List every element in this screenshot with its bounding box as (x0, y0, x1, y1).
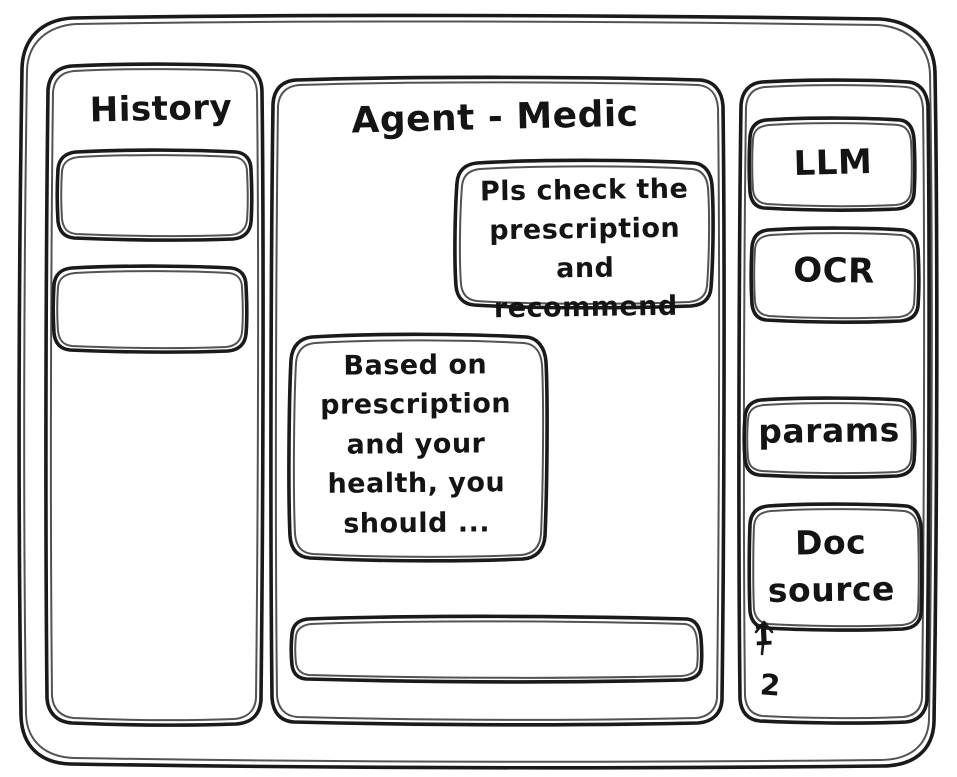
history-panel-title: History (89, 87, 233, 131)
tool-card-doc-source-label: Doc source (767, 522, 896, 610)
tool-card-llm-label: LLM (793, 141, 873, 185)
tools-panel (737, 78, 931, 725)
tool-card-llm[interactable] (747, 116, 917, 212)
agent-message-bubble (287, 332, 549, 563)
user-message-text: Pls check the prescription and recommend (479, 173, 689, 324)
tool-card-ocr[interactable] (749, 226, 921, 324)
history-panel (44, 62, 265, 727)
doc-source-connector (754, 620, 774, 656)
agent-message-text: Based on prescription and your health, y… (320, 349, 512, 540)
user-message-bubble (453, 158, 715, 310)
tool-card-params[interactable] (742, 396, 917, 479)
agent-panel (269, 75, 726, 727)
history-item-1[interactable] (55, 148, 254, 242)
doc-source-item-2[interactable]: 2 (758, 667, 782, 703)
tool-card-params-label: params (758, 410, 900, 451)
tool-card-ocr-label: OCR (792, 250, 876, 292)
window-frame (17, 13, 939, 770)
tool-card-doc-source[interactable] (747, 502, 924, 632)
agent-panel-title: Agent - Medic (350, 93, 639, 142)
doc-source-item-1[interactable]: 1 (752, 617, 775, 653)
history-item-2[interactable] (51, 264, 249, 354)
message-input[interactable] (289, 614, 704, 684)
